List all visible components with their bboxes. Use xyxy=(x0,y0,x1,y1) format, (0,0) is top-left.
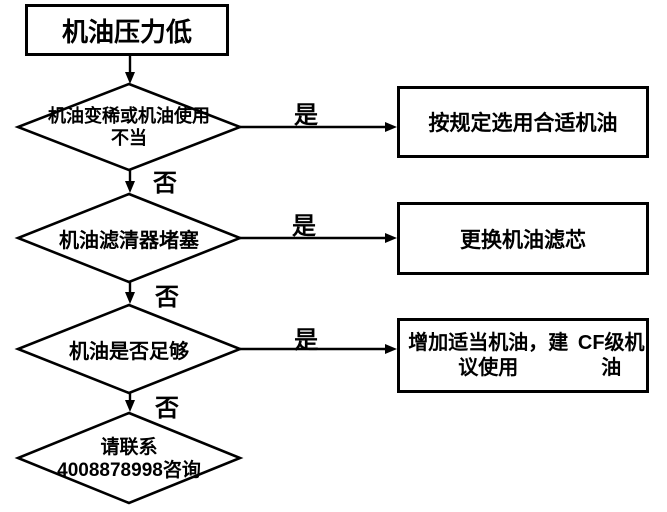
yes-label-1: 是 xyxy=(294,102,318,129)
action-3-label-line1: 增加适当机油，建议使用 xyxy=(408,331,569,379)
contact-node-line2: 4008878998咨询 xyxy=(57,459,201,481)
arrow-decision2-to-action2-head xyxy=(385,233,397,243)
decision-4-shape xyxy=(14,411,244,505)
start-node: 机油压力低 xyxy=(25,4,229,56)
action-node-add-oil: 增加适当机油，建议使用 CF级机油 xyxy=(397,318,649,393)
arrow-decision2-to-decision3-head xyxy=(125,292,135,304)
arrow-start-to-decision1-head xyxy=(125,72,135,84)
action-3-label-line2: CF级机油 xyxy=(577,331,645,379)
no-label-3: 否 xyxy=(155,395,179,422)
action-1-label: 按规定选用合适机油 xyxy=(428,112,618,135)
decision-1-label-line1: 机油变稀或机油使用 xyxy=(48,106,210,126)
action-node-replace-filter: 更换机油滤芯 xyxy=(397,202,649,275)
start-node-label: 机油压力低 xyxy=(61,16,192,47)
yes-label-3: 是 xyxy=(294,327,318,354)
no-label-1: 否 xyxy=(153,170,177,197)
decision-2-label: 机油滤清器堵塞 xyxy=(18,195,240,282)
arrow-decision3-to-decision4-head xyxy=(125,400,135,412)
decision-3-label: 机油是否足够 xyxy=(18,306,240,393)
decision-2-label-text: 机油滤清器堵塞 xyxy=(59,230,199,252)
arrow-decision3-to-action3-head xyxy=(385,344,397,354)
action-node-select-proper-oil: 按规定选用合适机油 xyxy=(397,86,649,158)
arrow-decision1-to-action1-head xyxy=(385,122,397,132)
contact-node-line1: 请联系 xyxy=(100,436,158,458)
arrow-decision1-to-decision2-head xyxy=(125,181,135,193)
contact-node-label: 请联系 4008878998咨询 xyxy=(18,414,240,503)
yes-label-2: 是 xyxy=(292,213,316,240)
decision-1-label: 机油变稀或机油使用 不当 xyxy=(18,84,240,170)
action-2-label: 更换机油滤芯 xyxy=(460,228,586,252)
decision-1-label-line2: 不当 xyxy=(111,128,147,148)
decision-3-label-text: 机油是否足够 xyxy=(69,341,189,363)
no-label-2: 否 xyxy=(155,284,179,311)
